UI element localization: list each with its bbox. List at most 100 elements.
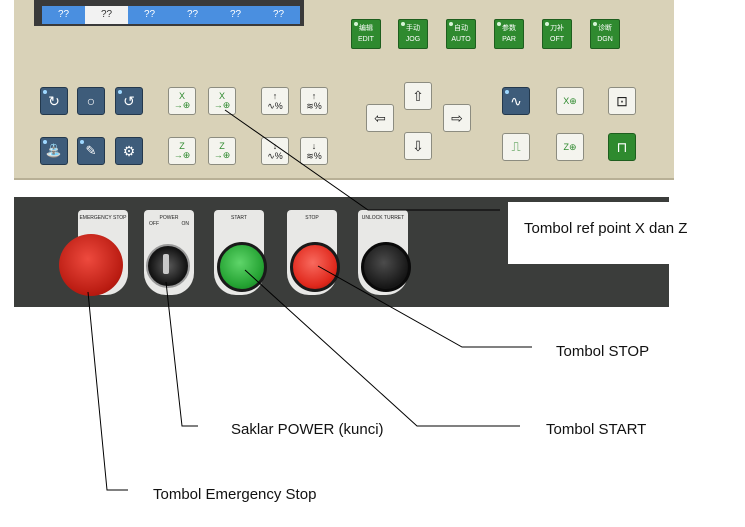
rotate-ccw-icon: ↺ bbox=[123, 92, 135, 109]
override-down-icon: ↓∿% bbox=[267, 141, 283, 161]
emergency-leader-line bbox=[87, 291, 128, 491]
emergency-callout: Tombol Emergency Stop bbox=[153, 486, 317, 503]
coolant-icon: ⛲ bbox=[45, 143, 63, 158]
feed-override-up-key[interactable]: ↑≋% bbox=[300, 87, 328, 115]
tool-change-key[interactable]: ⚙ bbox=[115, 137, 143, 165]
mode-button-en-label: EDIT bbox=[358, 36, 374, 43]
softkey-cell-active[interactable]: ?? bbox=[85, 6, 128, 24]
ref-point-callout: Tombol ref point X dan Z bbox=[524, 220, 688, 237]
z-jog-key[interactable]: Z→⊕ bbox=[168, 137, 196, 165]
stop-callout: Tombol STOP bbox=[556, 343, 650, 360]
softkey-cell[interactable]: ?? bbox=[57, 9, 70, 20]
plate-label: UNLOCK TURRET bbox=[361, 215, 405, 221]
power-callout: Saklar POWER (kunci) bbox=[231, 421, 384, 438]
lcd-softkey-bar: ?? ?? ?? ?? ?? ?? bbox=[42, 6, 300, 24]
mpg-handwheel-key[interactable]: ∿ bbox=[502, 87, 530, 115]
cycle-frame-icon: ⊡ bbox=[616, 92, 628, 109]
spindle-cw-key[interactable]: ↻ bbox=[40, 87, 68, 115]
indicator-led bbox=[545, 22, 549, 26]
z-origin-key[interactable]: Z⊕ bbox=[556, 133, 584, 161]
stop-button[interactable] bbox=[290, 242, 340, 292]
z-jog-icon: Z→⊕ bbox=[173, 141, 191, 160]
stop-leader-line bbox=[317, 265, 532, 348]
jog-left-key[interactable]: ⇦ bbox=[366, 104, 394, 132]
indicator-led bbox=[43, 90, 47, 94]
arrow-right-icon: ⇨ bbox=[451, 109, 463, 126]
single-block-key[interactable]: ⊡ bbox=[608, 87, 636, 115]
mode-button-auto[interactable]: 自动 AUTO bbox=[446, 19, 476, 49]
arrow-left-icon: ⇦ bbox=[374, 109, 386, 126]
x-origin-key[interactable]: X⊕ bbox=[556, 87, 584, 115]
jog-right-key[interactable]: ⇨ bbox=[443, 104, 471, 132]
z-ref-point-icon: Z→⊕ bbox=[213, 141, 231, 160]
indicator-led bbox=[354, 22, 358, 26]
emergency-stop-button[interactable] bbox=[59, 234, 123, 296]
indicator-led bbox=[118, 90, 122, 94]
mode-button-edit[interactable]: 编辑 EDIT bbox=[351, 19, 381, 49]
axis-label: Z bbox=[563, 141, 569, 152]
gear-icon: ⚙ bbox=[122, 142, 136, 159]
unlock-turret-button[interactable] bbox=[361, 242, 411, 292]
z-ref-point-key[interactable]: Z→⊕ bbox=[208, 137, 236, 165]
softkey-cell[interactable]: ?? bbox=[143, 9, 156, 20]
mode-button-jog[interactable]: 手动 JOG bbox=[398, 19, 428, 49]
cycle-key[interactable]: ⊓ bbox=[608, 133, 636, 161]
key-slot-icon bbox=[163, 254, 169, 274]
arrow-up-icon: ⇧ bbox=[412, 87, 424, 104]
axis-label: Z bbox=[179, 141, 185, 151]
mode-button-cn-label: 参数 bbox=[502, 25, 516, 32]
mode-button-cn-label: 自动 bbox=[454, 25, 468, 32]
softkey-cell[interactable]: ?? bbox=[229, 9, 242, 20]
spindle-stop-key[interactable]: ○ bbox=[77, 87, 105, 115]
start-callout: Tombol START bbox=[546, 421, 647, 438]
percent-label: % bbox=[274, 101, 283, 111]
x-jog-key[interactable]: X→⊕ bbox=[168, 87, 196, 115]
on-label: ON bbox=[181, 221, 190, 227]
step-pulse-icon: ⎍ bbox=[511, 139, 521, 154]
ref-point-leader-line bbox=[224, 109, 500, 211]
mode-button-en-label: AUTO bbox=[451, 36, 471, 43]
mode-button-en-label: PAR bbox=[502, 36, 516, 43]
x-jog-icon: X→⊕ bbox=[173, 91, 191, 110]
start-leader-line bbox=[244, 269, 520, 427]
bracket-frame-icon: ⊓ bbox=[616, 138, 628, 155]
jog-down-key[interactable]: ⇩ bbox=[404, 132, 432, 160]
ref-point-callout-box bbox=[508, 202, 745, 264]
circle-icon: ○ bbox=[86, 93, 96, 109]
mode-button-par[interactable]: 参数 PAR bbox=[494, 19, 524, 49]
override-down-icon: ↓≋% bbox=[306, 141, 322, 161]
indicator-led bbox=[497, 22, 501, 26]
mode-button-cn-label: 编辑 bbox=[359, 25, 373, 32]
waveform-icon: ∿ bbox=[510, 92, 522, 109]
indicator-led bbox=[505, 90, 509, 94]
percent-label: % bbox=[274, 151, 283, 161]
start-button[interactable] bbox=[217, 242, 267, 292]
off-label: OFF bbox=[149, 221, 159, 227]
plate-label: EMERGENCY STOP bbox=[79, 215, 127, 221]
power-key-switch[interactable] bbox=[146, 244, 190, 288]
mode-button-cn-label: 刀补 bbox=[550, 25, 564, 32]
feed-override-down-key[interactable]: ↓≋% bbox=[300, 137, 328, 165]
spindle-override-up-key[interactable]: ↑∿% bbox=[261, 87, 289, 115]
percent-label: % bbox=[313, 101, 322, 111]
lubrication-key[interactable]: ✎ bbox=[77, 137, 105, 165]
axis-label: X bbox=[218, 91, 225, 101]
softkey-cell[interactable]: ?? bbox=[186, 9, 199, 20]
spindle-ccw-key[interactable]: ↺ bbox=[115, 87, 143, 115]
softkey-cell[interactable]: ?? bbox=[272, 9, 285, 20]
arrow-down-icon: ⇩ bbox=[412, 137, 424, 154]
x-ref-point-key[interactable]: X→⊕ bbox=[208, 87, 236, 115]
rotate-cw-icon: ↻ bbox=[48, 92, 60, 109]
indicator-led bbox=[80, 140, 84, 144]
power-leader-line bbox=[165, 281, 198, 427]
mode-button-en-label: JOG bbox=[405, 36, 421, 43]
percent-label: % bbox=[313, 151, 322, 161]
step-key[interactable]: ⎍ bbox=[502, 133, 530, 161]
coolant-key[interactable]: ⛲ bbox=[40, 137, 68, 165]
override-up-icon: ↑∿% bbox=[267, 91, 283, 111]
mode-button-cn-label: 手动 bbox=[406, 25, 420, 32]
jog-up-key[interactable]: ⇧ bbox=[404, 82, 432, 110]
